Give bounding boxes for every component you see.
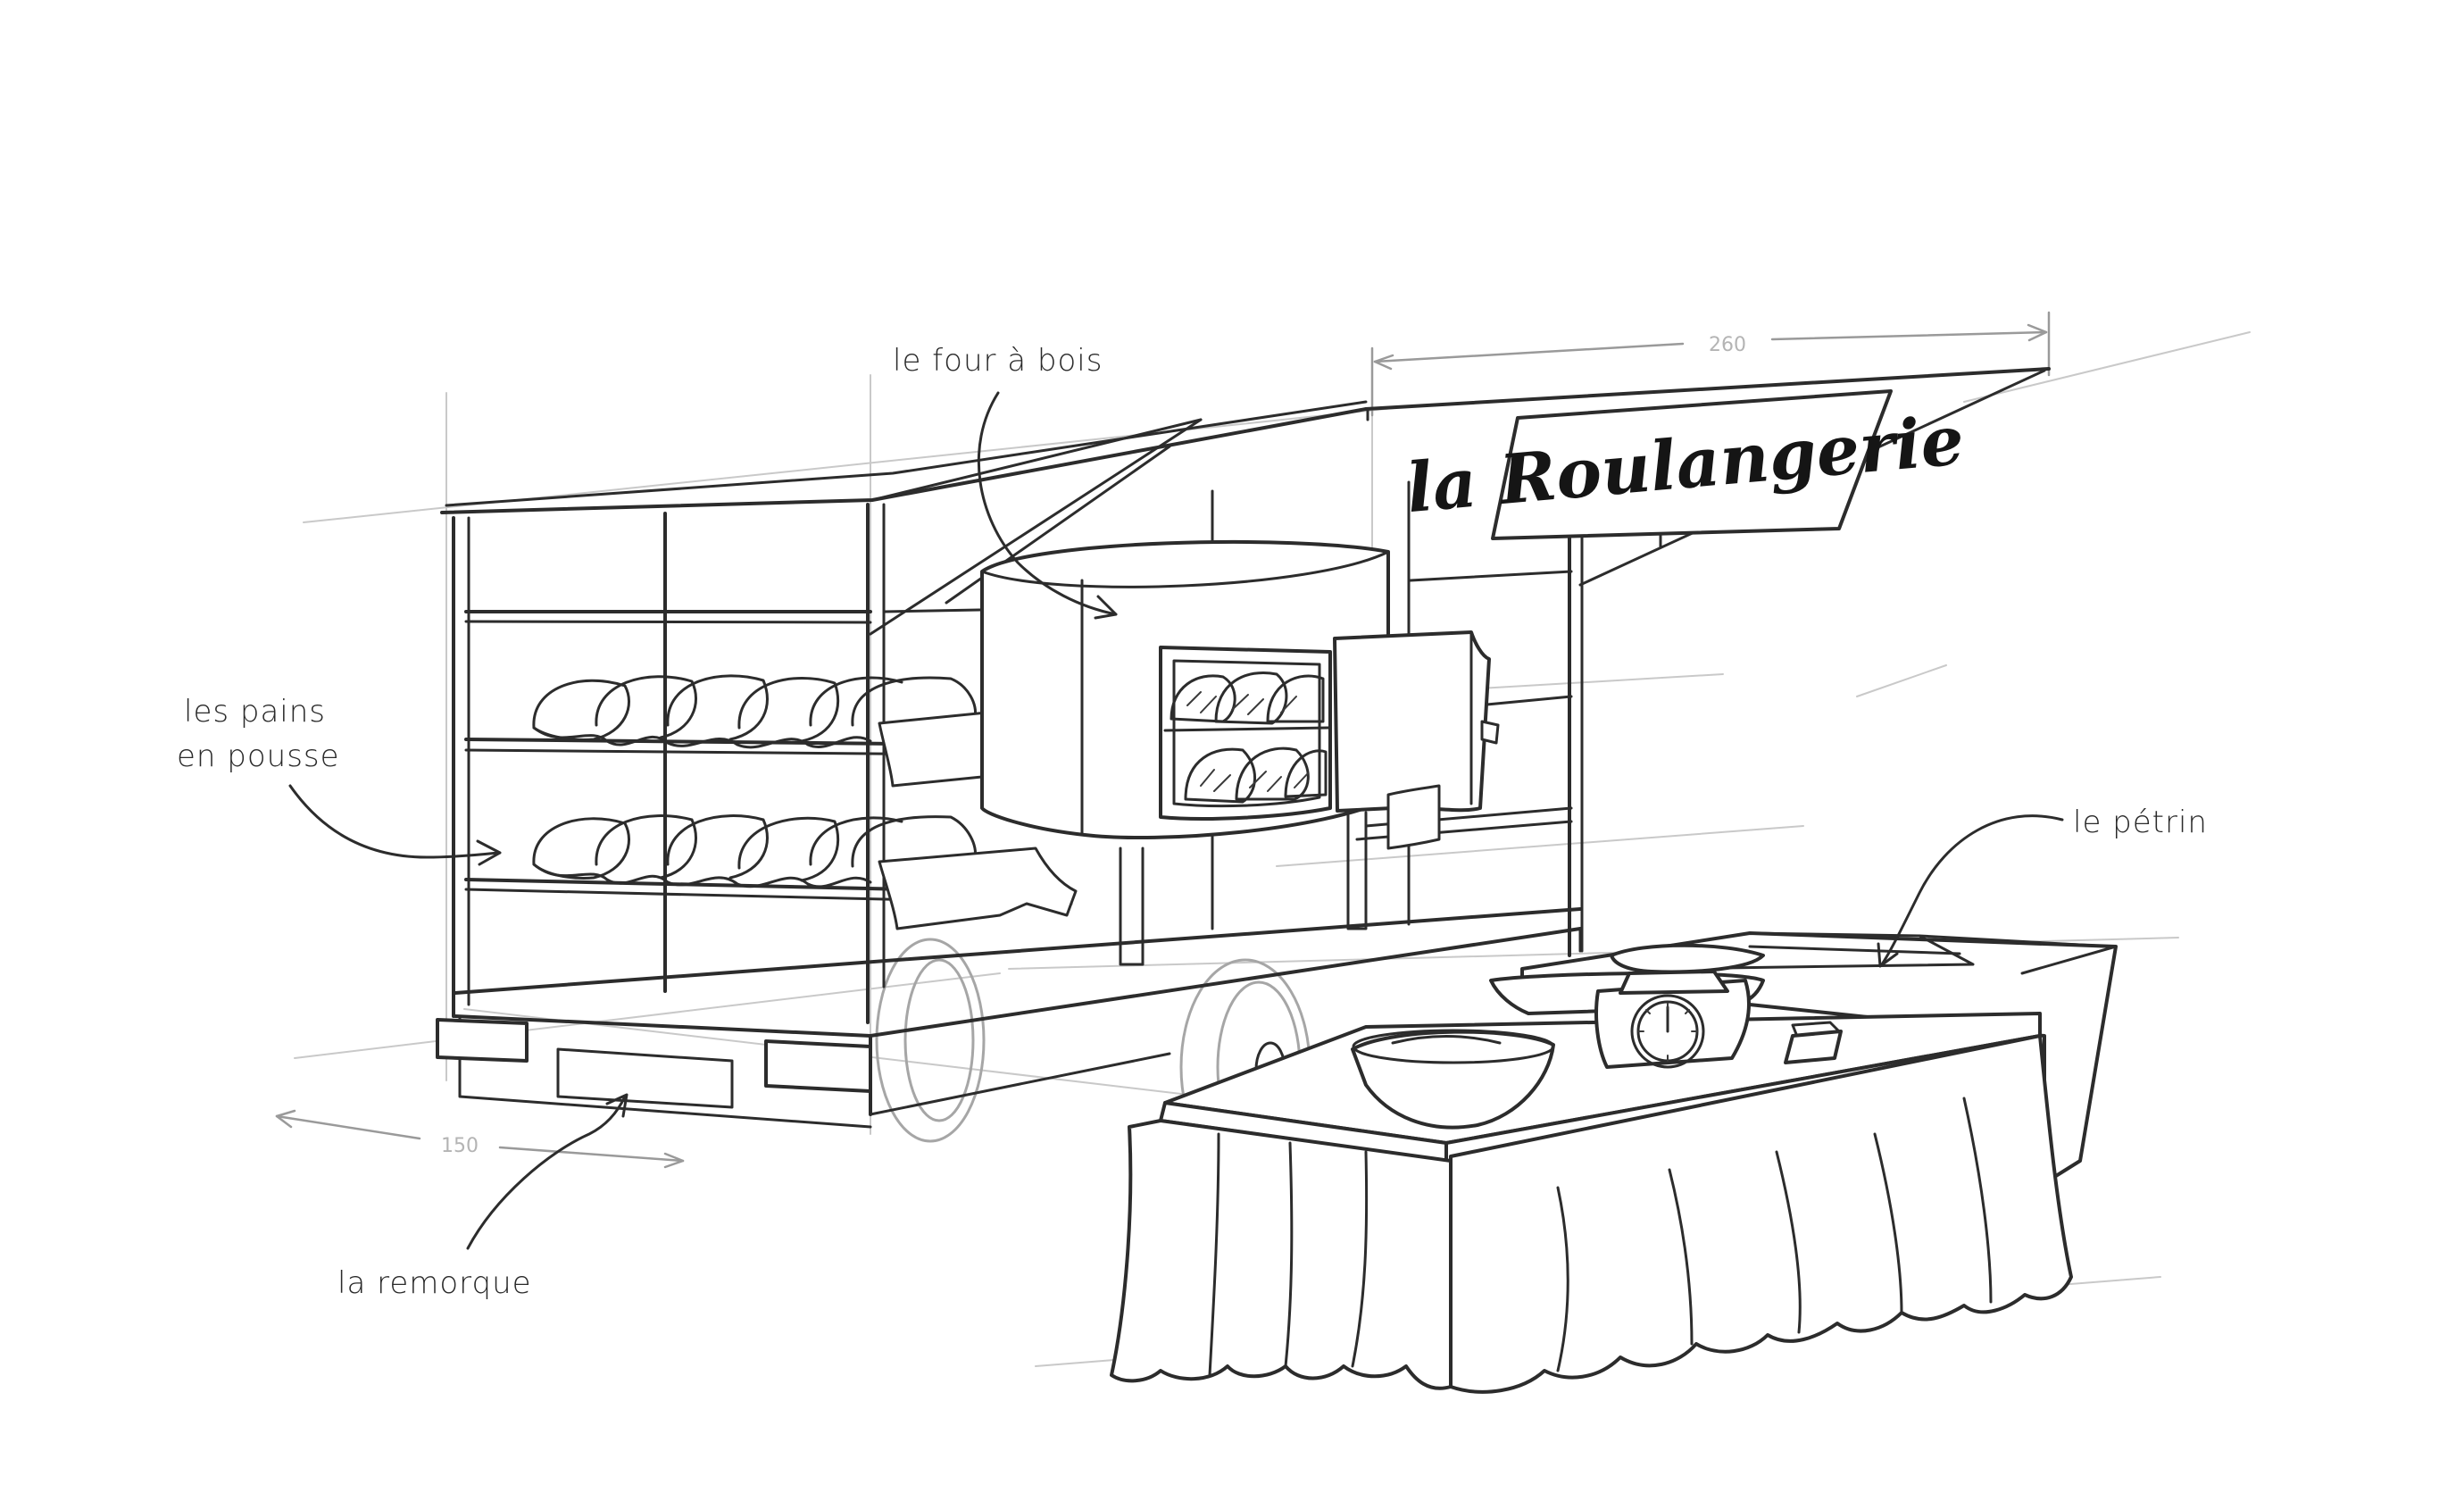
label-trailer: la remorque xyxy=(337,1265,532,1301)
leader-arrows xyxy=(288,391,2064,1250)
dimension-length-text: 260 xyxy=(1709,334,1746,356)
mixing-bowl xyxy=(1351,1029,1555,1130)
arrow-kneader xyxy=(1880,814,2064,966)
proofing-breads-lower xyxy=(532,814,1078,930)
kitchen-scale xyxy=(1489,943,1765,1069)
dimension-width-text: 150 xyxy=(441,1135,479,1157)
trailer-structure xyxy=(436,367,2051,1129)
annotations: le four à bois les pains en pousse le pé… xyxy=(177,343,2208,1301)
dimension-bottom: 150 xyxy=(275,1109,685,1169)
wood-fired-oven xyxy=(980,539,1500,966)
market-table xyxy=(1110,1012,2073,1394)
arrow-oven xyxy=(977,391,1118,616)
arrow-breads xyxy=(288,784,500,859)
trailer-wheels xyxy=(875,938,1311,1176)
label-breads-line2: en pousse xyxy=(177,738,340,774)
price-card xyxy=(1784,1021,1843,1064)
arrow-trailer xyxy=(466,1095,627,1250)
label-kneader: le pétrin xyxy=(2073,805,2208,840)
bakery-sign: la Roulangerie xyxy=(1403,389,1967,548)
dimension-top: 260 xyxy=(1370,311,2051,417)
label-oven: le four à bois xyxy=(893,343,1103,379)
label-breads-line1: les pains xyxy=(184,694,326,730)
